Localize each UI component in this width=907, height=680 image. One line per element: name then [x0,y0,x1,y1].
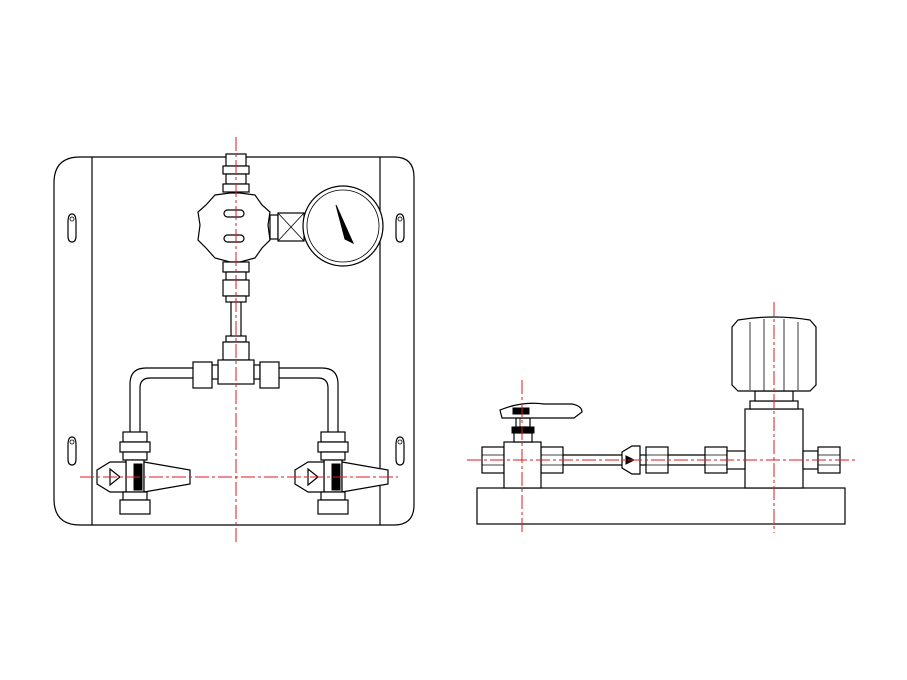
tube-left [129,367,193,432]
shutoff-valve [499,402,583,489]
front-view [53,137,415,545]
keyhole-slot [67,213,405,466]
centerline [80,137,398,545]
outlet-valve-left [96,431,191,515]
side-view [467,302,857,533]
centerline [467,302,857,533]
pressure-gauge [302,185,384,267]
tube-horizontal [563,454,705,466]
pressure-regulator [197,192,271,273]
gauge-adapter [269,212,305,242]
tube-right [279,367,339,432]
outlet-valve-right [294,431,389,515]
base-block [476,487,846,525]
